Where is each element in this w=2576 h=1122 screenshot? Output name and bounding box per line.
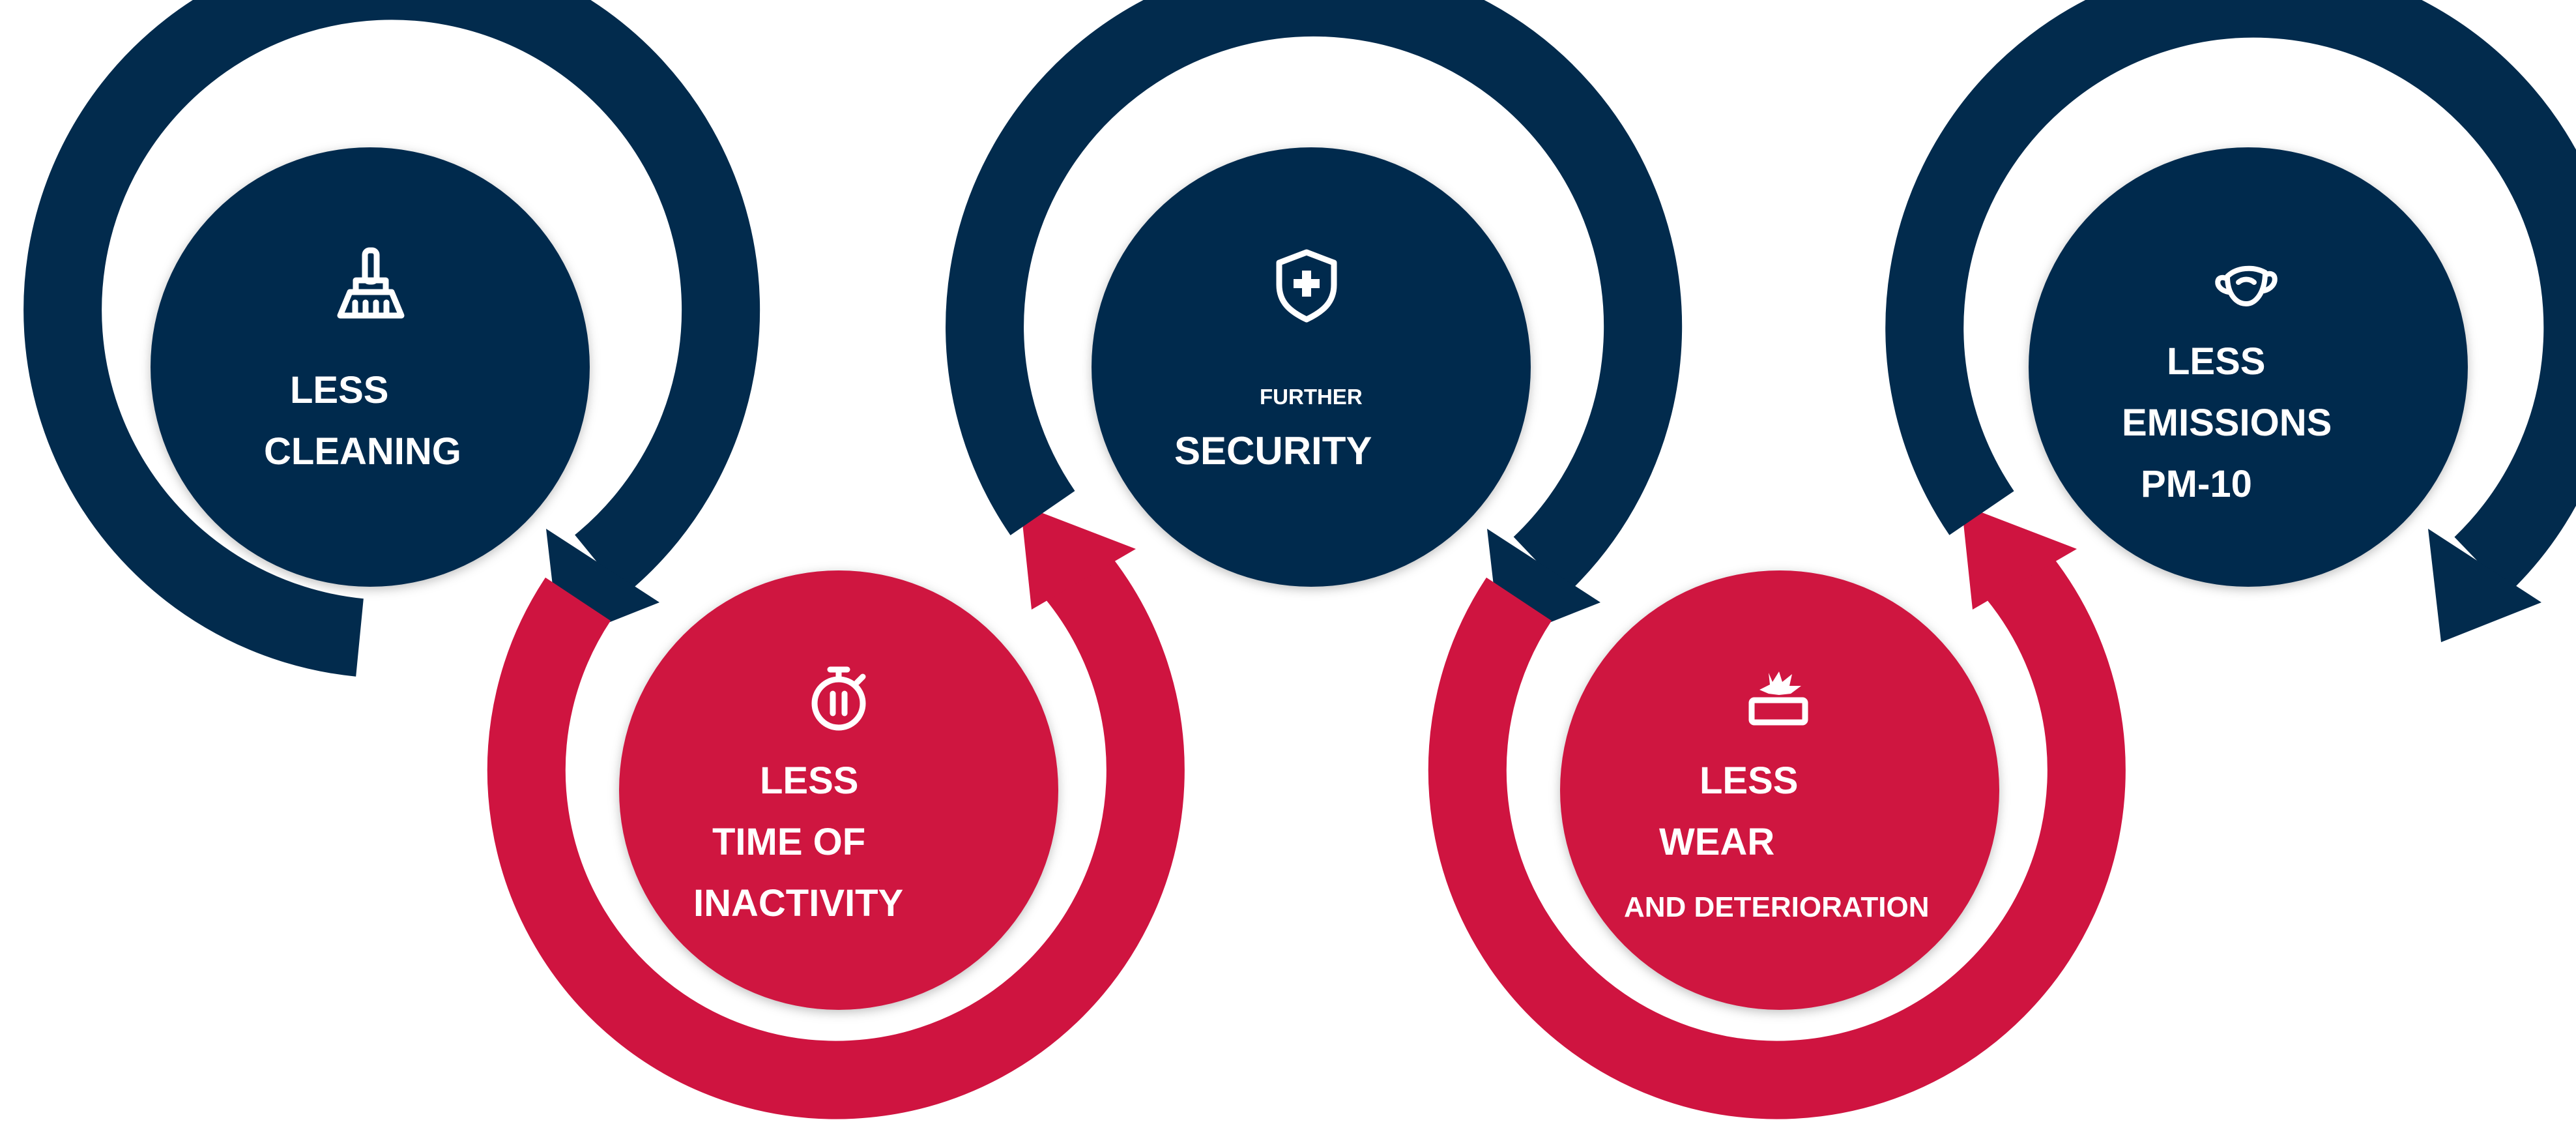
disc-further-security-fill [1092,147,1531,587]
ring-arrow-less-emissions [1885,0,2576,642]
damaged-part-icon [1748,672,1808,726]
ring-arc [946,0,1683,594]
label-less-cleaning-line2: CLEANING [264,430,461,473]
label-further-security-line2: SECURITY [1174,429,1372,473]
disc-less-cleaning-fill [151,147,590,587]
label-less-cleaning-line1: LESS [290,369,389,411]
label-further-security-line1: FURTHER [1260,385,1363,409]
ring-arrowhead [1020,505,1136,610]
broom-icon [337,247,405,319]
label-less-emissions-line1: LESS [2167,340,2266,383]
label-less-inactivity-line3: INACTIVITY [693,882,903,924]
label-less-emissions-line3: PM-10 [2141,463,2252,505]
ring-arrow-less-inactivity [487,505,1185,1119]
label-less-inactivity-line1: LESS [760,760,859,802]
ring-arrow-less-wear [1428,505,2126,1119]
label-less-wear-line3: AND DETERIORATION [1624,891,1930,923]
face-mask-icon [2215,265,2278,306]
ring-arc [1885,0,2576,594]
ring-arrowhead [2428,529,2541,642]
label-less-inactivity-line2: TIME OF [712,821,865,863]
disc-less-wear-fill [1560,570,1999,1010]
stopwatch-pause-icon [811,666,866,731]
ring-arc [1428,548,2126,1119]
label-less-emissions-line2: EMISSIONS [2122,402,2332,444]
disc-less-inactivity-fill [619,570,1058,1010]
ring-arc [487,548,1185,1119]
shield-plus-icon [1276,249,1337,323]
disc-less-emissions-fill [2029,147,2468,587]
label-less-wear-line1: LESS [1700,760,1799,802]
ring-arrowhead [1961,505,2077,610]
label-less-wear-line2: WEAR [1659,821,1774,863]
ring-arc [23,0,760,677]
